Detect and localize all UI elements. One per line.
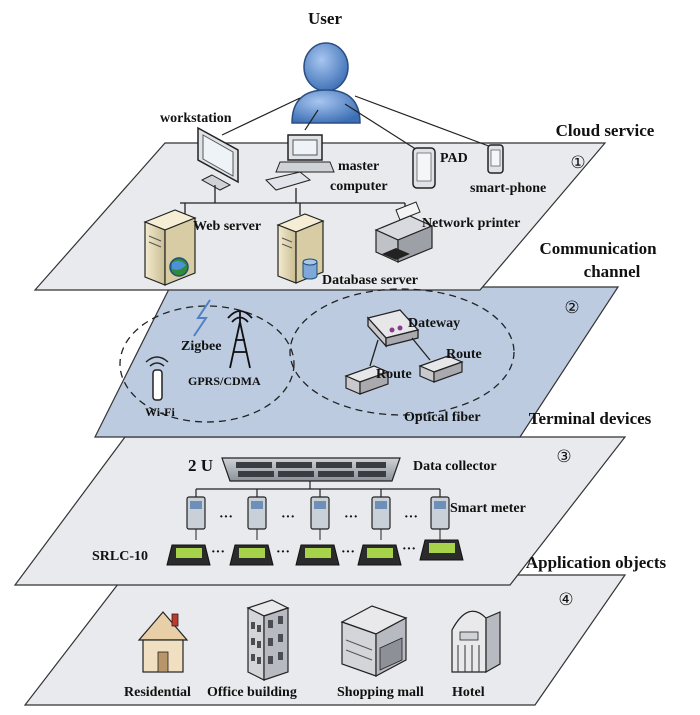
network-printer-label: Network printer bbox=[422, 216, 520, 231]
srlc-ellipsis: ··· bbox=[402, 542, 416, 557]
cloud-service-title: Cloud service bbox=[556, 121, 655, 140]
database-server-icon bbox=[276, 213, 325, 284]
rack-2u-label: 2 U bbox=[188, 456, 213, 475]
srlc-device-icon bbox=[357, 544, 402, 566]
layer-4-number: ④ bbox=[558, 590, 573, 610]
layer-1-number: ① bbox=[570, 153, 585, 173]
smartphone-icon bbox=[487, 144, 504, 174]
wifi-label: Wi-Fi bbox=[145, 405, 175, 419]
route-right-icon bbox=[418, 355, 464, 383]
communication-title-line1: Communication bbox=[539, 239, 657, 258]
meter-ellipsis: ··· bbox=[219, 510, 233, 525]
web-server-icon bbox=[143, 209, 197, 286]
gprs-cdma-label: GPRS/CDMA bbox=[188, 374, 261, 388]
srlc-ellipsis: ··· bbox=[211, 545, 225, 560]
layer-4-plane bbox=[23, 574, 627, 706]
web-server-label: Web server bbox=[193, 219, 261, 234]
residential-house-icon bbox=[137, 611, 189, 673]
network-printer-icon bbox=[374, 201, 434, 263]
user-label: User bbox=[308, 9, 342, 28]
residential-label: Residential bbox=[124, 685, 191, 700]
wifi-antenna-icon bbox=[145, 356, 169, 401]
srlc-device-icon bbox=[229, 544, 274, 566]
meter-ellipsis: ··· bbox=[344, 510, 358, 525]
master-computer-icon bbox=[265, 134, 335, 191]
office-building-icon bbox=[246, 599, 290, 681]
master-computer-label-line2: computer bbox=[330, 179, 388, 194]
route-right-label: Route bbox=[446, 347, 482, 362]
shopping-mall-label: Shopping mall bbox=[337, 685, 424, 700]
data-collector-rack-icon bbox=[221, 457, 401, 482]
srlc-10-label: SRLC-10 bbox=[92, 549, 148, 564]
route-left-icon bbox=[344, 365, 390, 395]
optical-fiber-label: Optical fiber bbox=[404, 410, 481, 425]
smart-meter-icon bbox=[247, 496, 267, 540]
route-left-label: Route bbox=[376, 367, 412, 382]
wireless-region-ellipse bbox=[119, 305, 295, 423]
shopping-mall-icon bbox=[340, 605, 408, 677]
zigbee-signal-icon bbox=[193, 299, 211, 337]
zigbee-label: Zigbee bbox=[181, 339, 221, 354]
dateway-links bbox=[369, 337, 431, 367]
pad-label: PAD bbox=[440, 151, 468, 166]
meter-ellipsis: ··· bbox=[404, 510, 418, 525]
hotel-label: Hotel bbox=[452, 685, 485, 700]
database-server-label: Database server bbox=[322, 273, 418, 288]
communication-title-line2: channel bbox=[584, 262, 641, 281]
srlc-device-icon bbox=[295, 544, 340, 566]
smart-meter-icon bbox=[430, 496, 450, 540]
pad-icon bbox=[412, 147, 436, 189]
dateway-label: Dateway bbox=[408, 316, 460, 331]
workstation-label: workstation bbox=[160, 111, 232, 126]
office-building-label: Office building bbox=[207, 685, 297, 700]
smart-meter-icon bbox=[310, 496, 330, 540]
dateway-device-icon bbox=[366, 309, 420, 348]
user-links bbox=[221, 95, 495, 156]
layer-2-number: ② bbox=[564, 298, 579, 318]
srlc-device-icon bbox=[419, 539, 464, 561]
workstation-icon bbox=[197, 126, 239, 191]
smartphone-label: smart-phone bbox=[470, 181, 546, 196]
smart-meter-icon bbox=[371, 496, 391, 540]
collector-bus bbox=[195, 481, 441, 497]
user-icon bbox=[291, 42, 361, 124]
smart-meter-label: Smart meter bbox=[450, 501, 526, 516]
data-collector-label: Data collector bbox=[413, 459, 497, 474]
srlc-ellipsis: ··· bbox=[341, 545, 355, 560]
wired-region-ellipse bbox=[289, 288, 515, 416]
gprs-tower-icon bbox=[227, 310, 253, 369]
srlc-ellipsis: ··· bbox=[276, 545, 290, 560]
meter-ellipsis: ··· bbox=[281, 510, 295, 525]
srlc-device-icon bbox=[166, 544, 211, 566]
master-computer-label-line1: master bbox=[338, 159, 379, 174]
application-objects-title: Application objects bbox=[526, 553, 667, 572]
terminal-devices-title: Terminal devices bbox=[529, 409, 652, 428]
smart-meter-icon bbox=[186, 496, 206, 540]
layer-3-number: ③ bbox=[556, 447, 571, 467]
hotel-icon bbox=[451, 610, 501, 674]
